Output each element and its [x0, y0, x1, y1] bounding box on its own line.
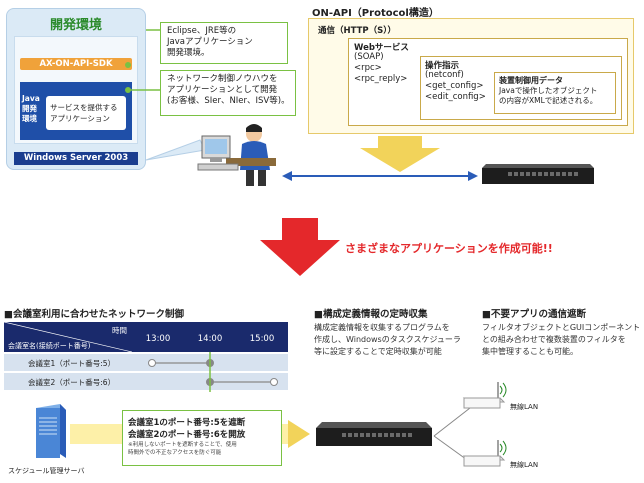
- server-icon: [36, 404, 66, 458]
- time-13: 13:00: [145, 334, 171, 344]
- port-change-box: [122, 410, 282, 466]
- device-data-desc: Javaで操作したオブジェクト の内容がXMLで記述される。: [499, 86, 598, 105]
- main-message: さまざまなアプリケーションを作成可能!!: [345, 242, 553, 255]
- access-point-1-icon: [462, 382, 507, 409]
- time-14: 14:00: [197, 334, 223, 344]
- down-arrow-yellow: [360, 136, 440, 172]
- web-service-lines: (SOAP) <rpc> <rpc_reply>: [354, 52, 408, 84]
- double-arrow: [282, 171, 478, 181]
- web-service-title: Webサービス: [354, 43, 409, 53]
- access-point-2-icon: [462, 440, 507, 467]
- sdk-bar: AX-ON-API-SDK: [20, 58, 132, 70]
- room2-row: [4, 373, 288, 390]
- header-time: 時間: [112, 326, 127, 335]
- dev-env-title: 開発環境: [49, 18, 102, 33]
- operation-lines: (netconf) <get_config> <edit_config>: [425, 70, 486, 102]
- section2-body: 構成定義情報を収集するプログラムを 作成し、Windowsのタスクスケジューラ …: [314, 323, 461, 356]
- red-down-arrow: [260, 218, 340, 276]
- time-15: 15:00: [249, 334, 275, 344]
- knowhow-callout: ネットワーク制御ノウハウを アプリケーションとして開発 (お客様、SIer、NI…: [160, 70, 296, 116]
- network-switch-icon: [482, 164, 594, 184]
- on-api-title: ON-API（Protocol構造）: [312, 8, 439, 19]
- comm-label: 通信（HTTP（S））: [318, 26, 397, 36]
- room1-label: 会議室1（ポート番号:5）: [28, 359, 116, 368]
- operation-title: 操作指示: [425, 61, 460, 71]
- java-env-label: Java 開発 環境: [22, 94, 40, 123]
- person-computer-icon: [197, 124, 276, 186]
- wlan-label-2: 無線LAN: [510, 461, 539, 469]
- network-switch-bottom-icon: [316, 422, 432, 446]
- room2-label: 会議室2（ポート番号:6）: [28, 378, 116, 387]
- header-room: 会議室名(接続ポート番号): [8, 342, 91, 350]
- service-app-box: サービスを提供する アプリケーション: [46, 96, 126, 130]
- server-label: スケジュール管理サーバ: [8, 467, 85, 475]
- section3-title: ■不要アプリの通信遮断: [482, 309, 586, 320]
- schedule-timeline: [148, 352, 278, 392]
- room1-row: [4, 354, 288, 371]
- device-data-title: 装置制御用データ: [499, 76, 563, 85]
- port-change-note: ※利用しないポートを遮断することで、使用 時間外での不正なアクセスを防ぐ可能: [128, 442, 237, 456]
- device-data-box: [494, 72, 616, 114]
- header-diagonal: [4, 322, 132, 352]
- section1-title: ■会議室利用に合わせたネットワーク制御: [4, 309, 184, 320]
- port-change-line2: 会議室2のポート番号:6を開放: [128, 430, 246, 440]
- eclipse-callout: Eclipse、JRE等の Javaアプリケーション 開発環境。: [160, 22, 288, 64]
- schedule-header: [4, 322, 288, 352]
- eclipse-callout-text: Eclipse、JRE等の Javaアプリケーション 開発環境。: [167, 26, 253, 58]
- os-bar: Windows Server 2003: [14, 152, 138, 165]
- section3-body: フィルタオブジェクトとGUIコンポーネント との組み合わせで複数装置のフィルタを…: [482, 323, 641, 356]
- wlan-label-1: 無線LAN: [510, 403, 539, 411]
- knowhow-callout-text: ネットワーク制御ノウハウを アプリケーションとして開発 (お客様、SIer、NI…: [167, 74, 290, 106]
- section2-title: ■構成定義情報の定時収集: [314, 309, 428, 320]
- port-change-line1: 会議室1のポート番号:5を遮断: [128, 418, 246, 428]
